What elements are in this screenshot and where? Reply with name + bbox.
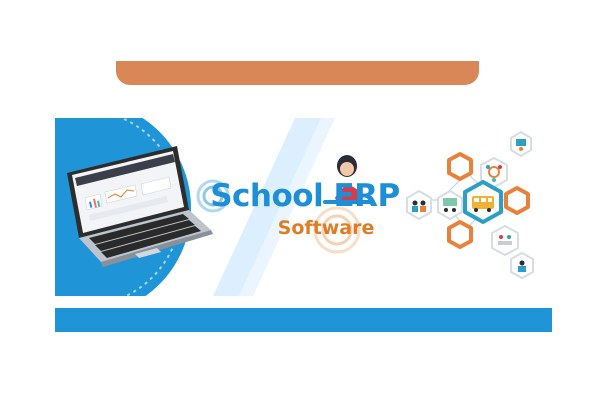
gear-people-icon [480, 157, 508, 188]
teacher-icon [510, 131, 532, 157]
top-accent-bar [116, 61, 479, 85]
teacher-icon [510, 252, 534, 279]
banner-title: School ERP [210, 178, 400, 214]
decor-rings [196, 179, 361, 254]
laptop-icon [67, 146, 213, 267]
hexagon-network [406, 131, 534, 279]
bottom-accent-bar [55, 308, 552, 332]
title-block: School ERP Software [205, 178, 405, 240]
classroom-icon [437, 190, 463, 220]
school-bus-icon [463, 180, 503, 224]
banner-subtitle: Software [277, 217, 375, 239]
dashboard-chart-icon [75, 154, 175, 221]
people-group-icon [406, 190, 432, 220]
banner-graphics [55, 118, 534, 296]
hero-banner: School ERP Software [55, 118, 552, 296]
woman-avatar-icon [323, 155, 375, 204]
diagonal-stripe [213, 118, 323, 296]
students-icon [491, 225, 519, 256]
